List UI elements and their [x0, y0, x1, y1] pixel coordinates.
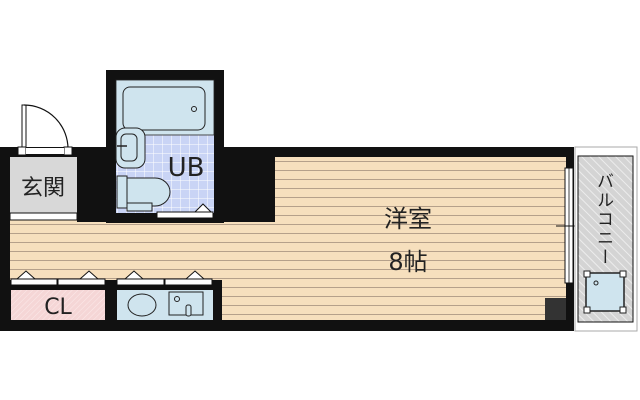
closet-floor [11, 290, 105, 320]
balcony-label: バルコニー [593, 172, 613, 267]
sink-icon [115, 127, 146, 169]
entrance-door[interactable] [17, 104, 73, 156]
corner-block [545, 298, 566, 320]
balcony-window[interactable] [556, 167, 585, 284]
bath-door[interactable] [156, 211, 214, 219]
kitchen-sink-icon [168, 291, 204, 317]
western-room-size: 8帖 [388, 248, 427, 276]
wall-block [77, 157, 109, 222]
entrance-floor [10, 157, 77, 214]
ac-unit-icon [583, 270, 627, 314]
unit-bath-label: UB [168, 153, 205, 183]
wall-block [224, 157, 275, 222]
closet-doors[interactable] [10, 270, 106, 286]
western-room-label: 洋室 [384, 205, 432, 233]
stove-icon [127, 293, 157, 317]
kitchen-doors[interactable] [116, 270, 213, 286]
closet-label: CL [44, 295, 72, 320]
toilet-icon [116, 175, 171, 212]
entrance-label: 玄関 [21, 176, 65, 201]
entrance-step [9, 212, 78, 221]
